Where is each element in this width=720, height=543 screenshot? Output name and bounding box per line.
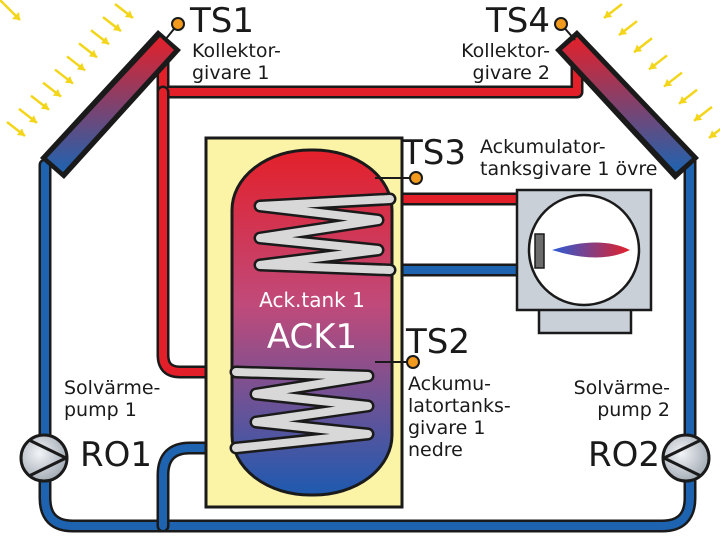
sun-ray-arrow-right — [663, 71, 683, 88]
heat-exchanger-coil-upper — [253, 192, 397, 277]
sun-ray-arrow-right — [678, 88, 698, 105]
tank-name: Ack.tank 1 — [259, 288, 365, 312]
sensor-ts1-label: Kollektor- givare 1 — [192, 40, 281, 84]
sun-ray-arrow-left — [114, 3, 134, 19]
sun-ray-arrow-right — [648, 54, 668, 71]
sun-ray-arrow-left — [78, 42, 98, 59]
sun-ray-arrow-left — [30, 94, 50, 111]
solar-collector-left — [40, 30, 181, 179]
solar-collector-right — [555, 30, 699, 180]
sun-ray-arrow-left — [18, 107, 38, 124]
sun-ray-arrow-right — [633, 37, 653, 54]
sensor-ts4-id: TS4 — [486, 1, 550, 41]
pump-ro2 — [661, 433, 711, 483]
sensor-ts3-label: Ackumulator- tanksgivare 1 övre — [480, 136, 658, 180]
sensor-ts4-label: Kollektor- givare 2 — [461, 40, 550, 84]
heat-exchanger-coil-lower — [229, 365, 375, 455]
pump-ro2-id: RO2 — [587, 435, 660, 475]
pump-ro1 — [19, 433, 69, 483]
sun-ray-arrow-left — [90, 29, 110, 46]
sun-ray-arrow-right — [603, 3, 623, 19]
sensor-ts2-label: Ackumu- latortanks- givare 1 nedre — [408, 373, 511, 461]
sensor-ts3-id: TS3 — [402, 133, 466, 173]
sun-ray-arrow-right — [618, 20, 638, 37]
sun-rays-left — [0, 0, 21, 21]
sensor-markers — [164, 17, 576, 369]
sun-ray-arrow-left — [66, 55, 86, 72]
pump-ro1-label: Solvärme- pump 1 — [64, 377, 161, 421]
sun-ray-arrow-left — [102, 16, 122, 33]
tank-id: ACK1 — [266, 317, 358, 357]
heater-unit — [515, 188, 653, 335]
sun-ray-arrow-right — [693, 105, 713, 122]
pump-ro2-label: Solvärme- pump 2 — [573, 377, 670, 421]
sun-ray-arrow-left — [6, 121, 26, 137]
sensor-ts2-id: TS2 — [406, 322, 470, 362]
pump-ro1-id: RO1 — [80, 435, 153, 475]
sun-ray-arrow-left — [54, 68, 74, 85]
sun-ray-arrow-right — [708, 127, 720, 139]
sun-ray-arrow-left — [42, 81, 62, 98]
sensor-ts1-id: TS1 — [190, 1, 254, 41]
